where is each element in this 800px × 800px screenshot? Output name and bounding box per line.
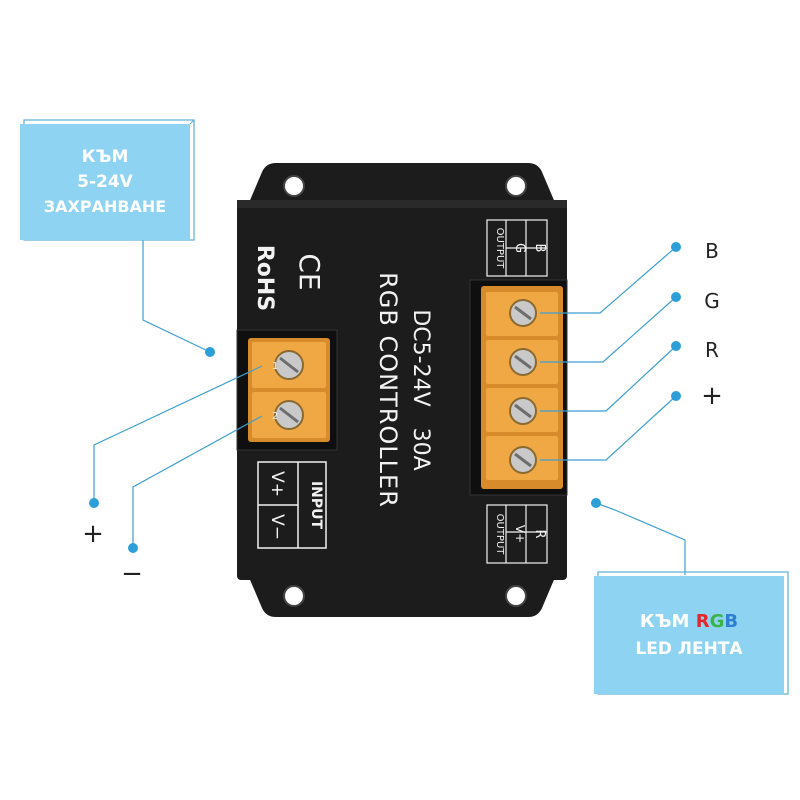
strip-callout-g: G xyxy=(710,611,725,632)
mounting-hole xyxy=(505,175,527,197)
mounting-hole xyxy=(505,585,527,607)
input-terminal-number-1: 1 xyxy=(272,361,278,372)
output-label-bottom: OUTPUT xyxy=(494,514,505,556)
leader-dot xyxy=(671,292,681,302)
power-callout-leader xyxy=(142,240,211,353)
input-minus-wire xyxy=(132,415,263,548)
strip-callout-prefix: КЪМ xyxy=(640,611,696,632)
rohs-mark: RoHS xyxy=(252,245,277,311)
strip-callout-b: B xyxy=(724,611,738,632)
device-rating: DC5-24V 30A xyxy=(408,309,433,470)
output-bottom-r-label: R xyxy=(532,529,547,538)
strip-callout-line2: LED ЛЕНТА xyxy=(635,639,743,659)
leader-lines xyxy=(93,240,686,575)
leader-dot xyxy=(89,498,99,508)
input-label: INPUT xyxy=(308,481,324,530)
input-minus-label: − xyxy=(121,559,143,589)
rgb-controller-device: RoHS CE RGB CONTROLLER DC5-24V 30A 1 2 xyxy=(236,163,568,617)
input-vplus-label: V+ xyxy=(267,471,287,497)
mounting-hole xyxy=(283,175,305,197)
output-g-label: G xyxy=(704,289,720,313)
output-r-wire xyxy=(540,345,677,412)
housing-highlight xyxy=(237,200,567,208)
leader-dot xyxy=(205,347,215,357)
output-top-label-box: OUTPUT G B xyxy=(486,219,548,277)
power-callout-line3: ЗАХРАНВАНЕ xyxy=(44,197,166,216)
mounting-tab-bottom xyxy=(248,575,556,617)
output-b-label: B xyxy=(705,239,719,263)
leader-dot xyxy=(671,391,681,401)
mounting-hole xyxy=(283,585,305,607)
leader-dot xyxy=(671,242,681,252)
leader-dot xyxy=(671,341,681,351)
strip-callout-r: R xyxy=(696,611,710,632)
output-plus-wire xyxy=(540,395,677,461)
output-bottom-label-box: OUTPUT V+ R xyxy=(486,504,548,564)
mounting-tab-top xyxy=(248,163,556,205)
input-plus-label: + xyxy=(82,519,104,549)
led-strip-callout: КЪМ RGB LED ЛЕНТА xyxy=(594,571,789,695)
output-b-wire xyxy=(540,246,677,314)
power-supply-callout: КЪМ 5-24V ЗАХРАНВАНЕ xyxy=(20,119,195,241)
power-callout-line2: 5-24V xyxy=(77,172,134,192)
ce-mark: CE xyxy=(293,253,326,290)
leader-dot xyxy=(128,543,138,553)
input-plus-wire xyxy=(93,365,263,503)
output-g-wire xyxy=(540,296,677,363)
output-r-label: R xyxy=(705,338,719,362)
power-callout-line1: КЪМ xyxy=(82,147,129,167)
output-label-top: OUTPUT xyxy=(494,228,505,270)
input-vminus-label: V− xyxy=(267,514,287,540)
strip-callout-line1: КЪМ RGB xyxy=(640,611,738,632)
input-label-box: INPUT V+ V− xyxy=(257,461,327,549)
output-top-g-label: G xyxy=(512,243,527,253)
input-terminal-number-2: 2 xyxy=(272,411,278,422)
device-title: RGB CONTROLLER xyxy=(374,272,402,508)
output-top-b-label: B xyxy=(532,244,547,253)
input-terminal-block: 1 2 xyxy=(248,338,330,442)
output-plus-label: + xyxy=(701,381,723,411)
leader-dot xyxy=(591,498,601,508)
output-terminal-block xyxy=(481,286,563,489)
strip-callout-leader xyxy=(595,502,686,575)
leader-dots xyxy=(89,242,681,553)
output-bottom-vplus-label: V+ xyxy=(513,525,527,543)
